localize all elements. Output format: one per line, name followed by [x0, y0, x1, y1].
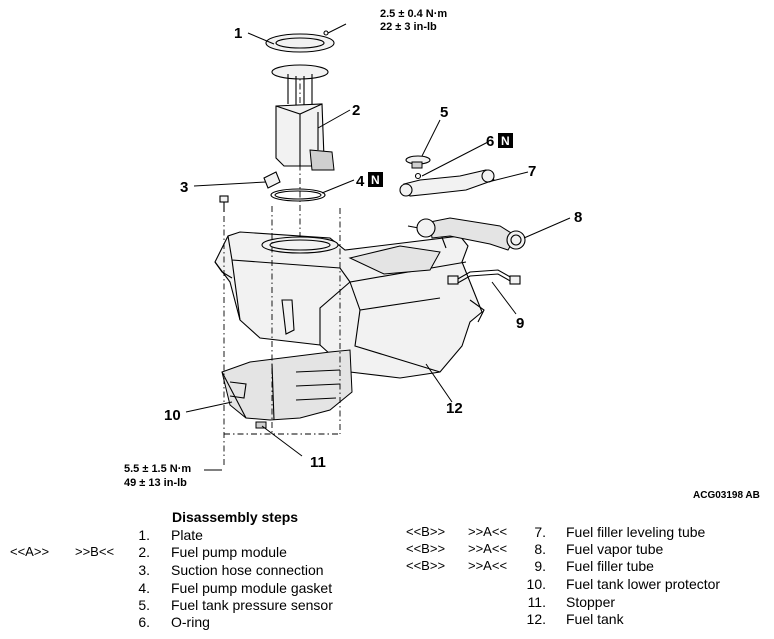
- step-name: Fuel filler tube: [566, 558, 654, 574]
- step-row: 4. Fuel pump module gasket: [0, 580, 380, 598]
- callout-1: 1: [234, 25, 242, 42]
- step-mark-2: >>B<<: [75, 544, 115, 559]
- torque-bottom-inlb: 49 ± 13 in-lb: [124, 477, 187, 489]
- leader-lines: [185, 23, 571, 471]
- step-number: 11.: [527, 594, 546, 610]
- step-row: 3. Suction hose connection: [0, 562, 380, 580]
- step-number: 2.: [138, 544, 150, 560]
- step-mark-1: <<A>>: [10, 544, 50, 559]
- fuel-tank-drawing: [214, 225, 485, 379]
- step-row: 11. Stopper: [400, 594, 770, 612]
- step-row: 5. Fuel tank pressure sensor: [0, 597, 380, 615]
- step-mark-2: >>A<<: [468, 524, 508, 539]
- figure-reference-code: ACG03198 AB: [693, 490, 760, 501]
- callout-6: 6: [486, 133, 494, 150]
- torque-bottom-nm: 5.5 ± 1.5 N·m: [124, 463, 191, 475]
- step-number: 12.: [526, 611, 546, 627]
- step-row: 1. Plate: [0, 527, 380, 545]
- step-mark-2: >>A<<: [468, 541, 508, 556]
- step-number: 7.: [534, 524, 546, 540]
- callout-4: 4: [356, 173, 365, 190]
- step-row: 6. O-ring: [0, 614, 380, 632]
- callout-numbers: 1 2 3 4 5 6 7 8 9 10 11 12: [164, 25, 582, 471]
- step-number: 1.: [138, 527, 150, 543]
- exploded-view-diagram: 1 2 3 4 5 6 7 8 9 10 11 12 N N 2.5 ± 0.4…: [124, 8, 760, 501]
- step-number: 8.: [534, 541, 546, 557]
- suction-hose-connection-drawing: [263, 171, 281, 189]
- disassembly-steps-title: Disassembly steps: [172, 509, 299, 525]
- step-number: 5.: [138, 597, 150, 613]
- callout-2: 2: [352, 102, 360, 119]
- fuel-pump-module-drawing: [271, 64, 335, 171]
- plate-drawing: [265, 30, 335, 53]
- step-number: 10.: [526, 576, 546, 592]
- step-name: Fuel pump module: [171, 544, 287, 560]
- step-row: 10. Fuel tank lower protector: [400, 576, 770, 594]
- step-name: Fuel tank: [566, 611, 624, 627]
- callout-7: 7: [528, 163, 536, 180]
- step-name: Fuel tank lower protector: [566, 576, 721, 592]
- callout-3: 3: [180, 179, 188, 196]
- callout-12: 12: [446, 400, 463, 417]
- new-part-badge-6: N: [498, 133, 513, 148]
- step-row: <<B>> >>A<< 8. Fuel vapor tube: [400, 541, 770, 559]
- callout-5: 5: [440, 104, 448, 121]
- step-row: 12. Fuel tank: [400, 611, 770, 629]
- filler-tube-drawing: [447, 269, 521, 285]
- step-number: 6.: [138, 614, 150, 630]
- step-name: Plate: [171, 527, 203, 543]
- leveling-tube-drawing: [399, 169, 495, 197]
- step-mark-1: <<B>>: [406, 541, 446, 556]
- svg-text:N: N: [501, 134, 510, 148]
- step-row: <<A>> >>B<< 2. Fuel pump module: [0, 544, 380, 562]
- step-name: O-ring: [171, 614, 210, 630]
- step-mark-1: <<B>>: [406, 524, 446, 539]
- step-name: Fuel filler leveling tube: [566, 524, 706, 540]
- new-part-badge-4: N: [368, 172, 383, 187]
- step-number: 9.: [534, 558, 546, 574]
- step-name: Fuel vapor tube: [566, 541, 664, 557]
- callout-8: 8: [574, 209, 582, 226]
- step-number: 3.: [138, 562, 150, 578]
- step-number: 4.: [138, 580, 150, 596]
- callout-9: 9: [516, 315, 524, 332]
- vapor-tube-drawing: [416, 217, 526, 251]
- pressure-sensor-drawing: [405, 155, 431, 180]
- step-row: <<B>> >>A<< 7. Fuel filler leveling tube: [400, 524, 770, 542]
- step-name: Suction hose connection: [171, 562, 324, 578]
- bolt-drawing: [219, 195, 229, 212]
- step-row: <<B>> >>A<< 9. Fuel filler tube: [400, 558, 770, 576]
- callout-10: 10: [164, 407, 181, 424]
- step-mark-2: >>A<<: [468, 558, 508, 573]
- step-mark-1: <<B>>: [406, 558, 446, 573]
- step-name: Stopper: [566, 594, 616, 610]
- torque-top-inlb: 22 ± 3 in-lb: [380, 21, 437, 33]
- step-name: Fuel tank pressure sensor: [171, 597, 333, 613]
- lower-protector-drawing: [221, 349, 353, 429]
- step-name: Fuel pump module gasket: [171, 580, 333, 596]
- svg-text:N: N: [371, 173, 380, 187]
- torque-top-nm: 2.5 ± 0.4 N·m: [380, 8, 447, 20]
- callout-11: 11: [310, 454, 326, 471]
- gasket-drawing: [270, 188, 326, 202]
